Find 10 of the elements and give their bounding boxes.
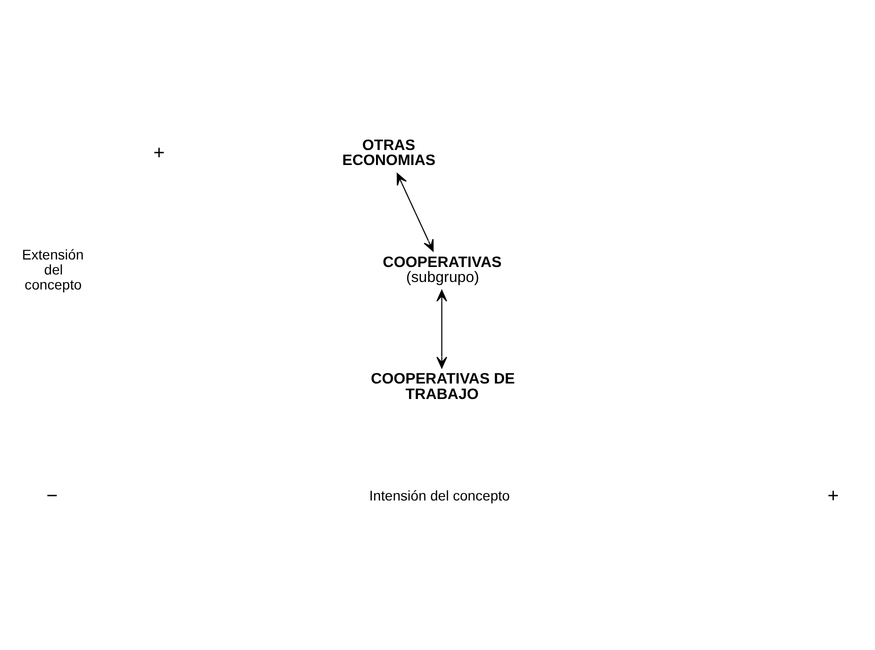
node-text: COOPERATIVAS DE TRABAJO [370, 370, 514, 402]
arrow [436, 289, 447, 368]
label: Extensión del concepto [21, 246, 84, 292]
label: − [46, 484, 58, 506]
label: + [152, 141, 164, 164]
node-text: COOPERATIVAS (subgrupo) [382, 253, 502, 286]
label: Intensión del concepto [368, 487, 510, 504]
label: + [827, 484, 838, 506]
arrow [396, 172, 434, 252]
node-text: OTRAS ECONOMIAS [342, 136, 436, 169]
